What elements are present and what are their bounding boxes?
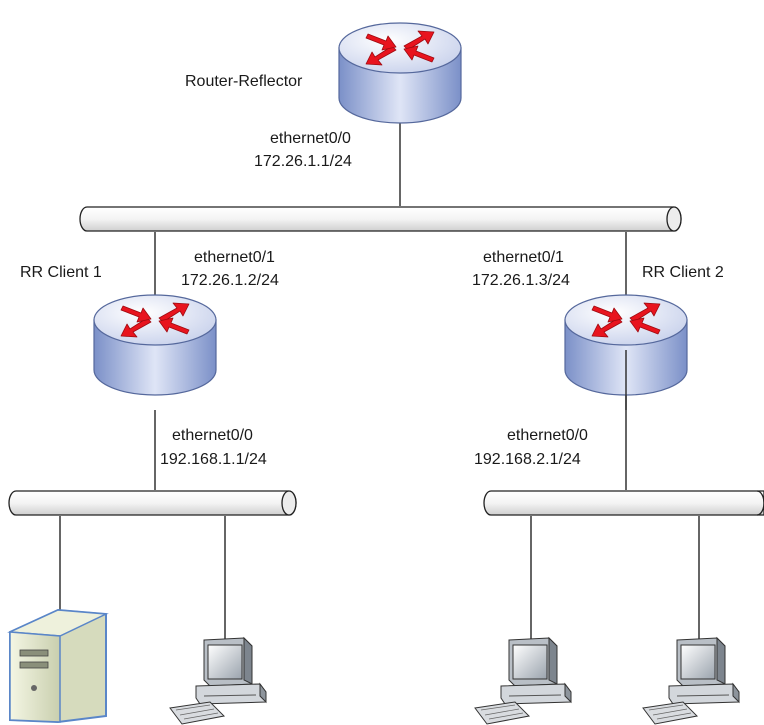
ethernet-bus-icon <box>8 490 297 516</box>
reflector-name-label: Router-Reflector <box>185 73 303 90</box>
client1-upper-port-label: ethernet0/1 <box>194 249 275 266</box>
workstation-icon <box>169 637 267 725</box>
router-icon <box>338 22 462 124</box>
workstation-icon <box>474 637 572 725</box>
client1-lower-port-label: ethernet0/0 <box>172 427 253 444</box>
client2-lower-ip-label: 192.168.2.1/24 <box>474 451 581 468</box>
client2-upper-port-label: ethernet0/1 <box>483 249 564 266</box>
workstation-icon <box>642 637 740 725</box>
server-icon <box>7 608 109 724</box>
ethernet-bus-icon <box>483 490 764 516</box>
ethernet-bus-icon <box>79 206 682 232</box>
client2-lower-port-label: ethernet0/0 <box>507 427 588 444</box>
reflector-port-label: ethernet0/0 <box>270 130 351 147</box>
client1-name-label: RR Client 1 <box>20 264 102 281</box>
client1-upper-ip-label: 172.26.1.2/24 <box>181 272 279 289</box>
client1-lower-ip-label: 192.168.1.1/24 <box>160 451 267 468</box>
router-icon <box>93 294 217 396</box>
client2-upper-ip-label: 172.26.1.3/24 <box>472 272 570 289</box>
client2-name-label: RR Client 2 <box>642 264 724 281</box>
reflector-ip-label: 172.26.1.1/24 <box>254 153 352 170</box>
